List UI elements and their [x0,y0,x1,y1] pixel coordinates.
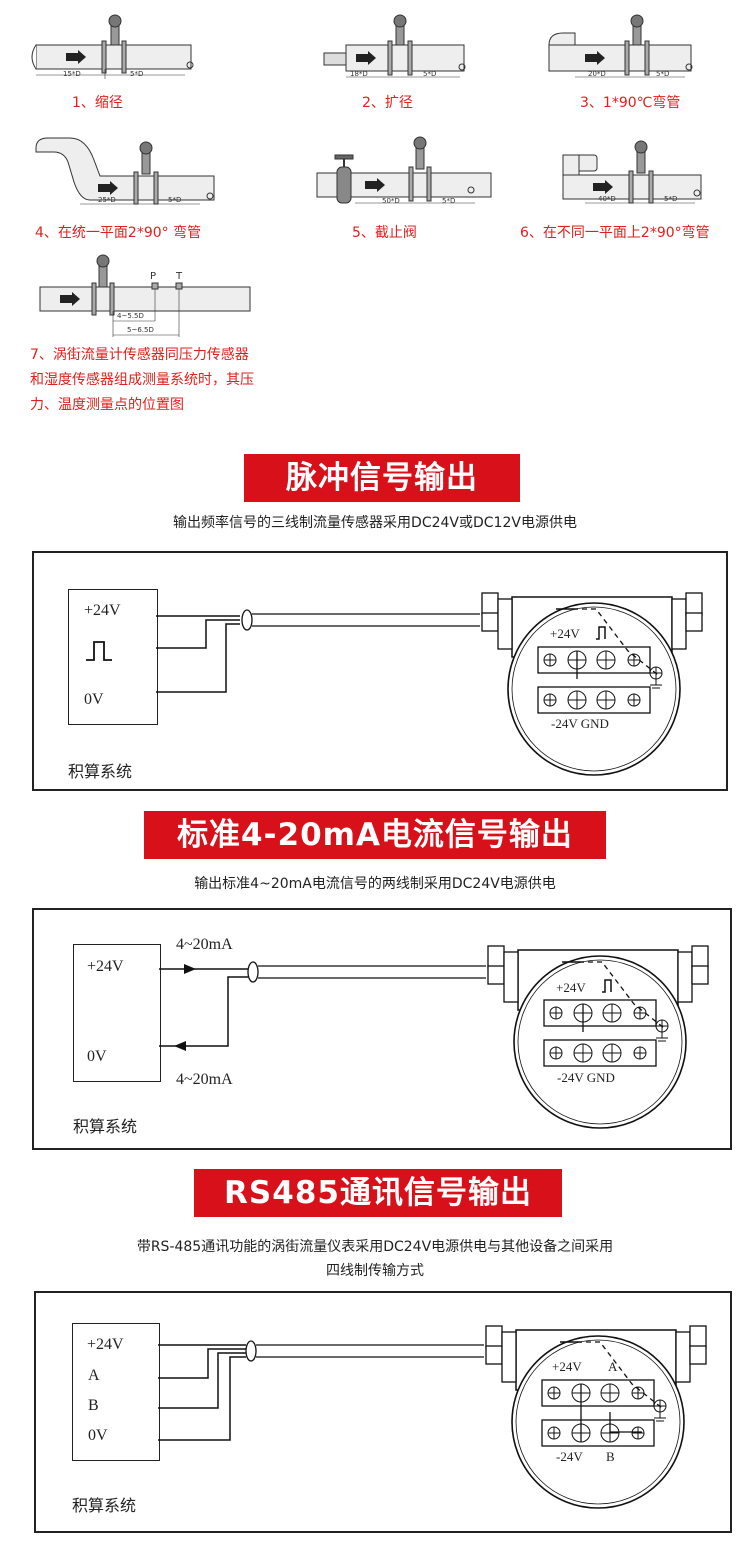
current-arrow-label: 4~20mA [176,1071,233,1088]
integrator-system-label: 积算系统 [72,1496,137,1515]
rs485-desc-line: 带RS-485通讯功能的涡街流量仪表采用DC24V电源供电与其他设备之间采用 [136,1239,614,1255]
pulse-meter-head [481,592,703,776]
diagram-double-elbow-diff-plane [562,140,702,204]
diagram-gate-valve [316,136,492,204]
caption-5: 5、截止阀 [352,225,417,241]
terminal-label: 0V [87,1048,107,1065]
dim-label: 15*D [63,70,81,78]
caption-3: 3、1*90℃弯管 [580,95,681,111]
dim-label: 5~6.5D [127,326,154,334]
dim-label: 5*D [168,196,182,204]
terminal-label: +24V [84,602,121,619]
rs485-title: RS485通讯信号输出 [194,1169,562,1217]
current-arrow-label: 4~20mA [176,936,233,953]
current-meter-head [487,945,709,1129]
caption-4: 4、在统一平面2*90° 弯管 [35,225,202,241]
meter-terminal-label: +24V [552,1359,582,1374]
current-title: 标准4-20mA电流信号输出 [144,811,606,859]
pressure-label: P [150,271,157,282]
dim-label: 40*D [598,195,616,203]
dim-label: 5*D [423,70,437,78]
meter-terminal-label: -24V GND [557,1070,615,1085]
pulse-desc: 输出频率信号的三线制流量传感器采用DC24V或DC12V电源供电 [173,515,577,531]
caption-1: 1、缩径 [72,95,123,111]
dim-label: 5*D [442,197,456,205]
dim-label: 18*D [350,70,368,78]
dim-label: 20*D [588,70,606,78]
pulse-title: 脉冲信号输出 [244,454,520,502]
caption-7-line: 力、温度测量点的位置图 [30,397,184,413]
terminal-label: 0V [84,691,104,708]
dim-label: 25*D [98,196,116,204]
terminal-label: +24V [87,958,124,975]
caption-7-line: 7、涡街流量计传感器同压力传感器 [30,347,249,363]
diagram-expander [323,14,466,78]
dim-label: 50*D [382,197,400,205]
diagram-reducer [31,14,194,79]
meter-terminal-label: -24V GND [551,716,609,731]
rs485-integrator-box [72,1323,160,1461]
meter-terminal-label: B [606,1449,615,1464]
diagram-double-elbow-same-plane [35,137,215,205]
meter-terminal-label: -24V [556,1449,583,1464]
dim-label: 5*D [656,70,670,78]
dim-label: 4~5.5D [117,312,144,320]
integrator-system-label: 积算系统 [68,762,133,781]
terminal-label: 0V [88,1427,108,1444]
terminal-label: B [88,1397,99,1414]
meter-terminal-label: A [608,1359,618,1374]
caption-6: 6、在不同一平面上2*90°弯管 [520,225,710,241]
terminal-label: A [88,1367,100,1384]
integrator-system-label: 积算系统 [73,1117,138,1136]
diagram-elbow-90 [548,14,693,78]
rs485-desc-line: 四线制传输方式 [326,1263,424,1279]
temperature-label: T [176,271,183,282]
diagram-pressure-temp-position [39,254,251,337]
pulse-wave-icon [86,641,112,661]
dim-label: 5*D [130,70,144,78]
terminal-label: +24V [87,1336,124,1353]
meter-terminal-label: +24V [550,626,580,641]
rs485-meter-head [485,1325,707,1509]
current-desc: 输出标准4~20mA电流信号的两线制采用DC24V电源供电 [194,876,556,892]
caption-7-line: 和湿度传感器组成测量系统时，其压 [30,372,254,388]
meter-terminal-label: +24V [556,980,586,995]
dim-label: 5*D [664,195,678,203]
pulse-integrator-box [68,589,158,725]
current-integrator-box [73,944,161,1082]
caption-7: 7、涡街流量计传感器同压力传感器 和湿度传感器组成测量系统时，其压 力、温度测量… [30,343,330,418]
caption-2: 2、扩径 [362,95,413,111]
